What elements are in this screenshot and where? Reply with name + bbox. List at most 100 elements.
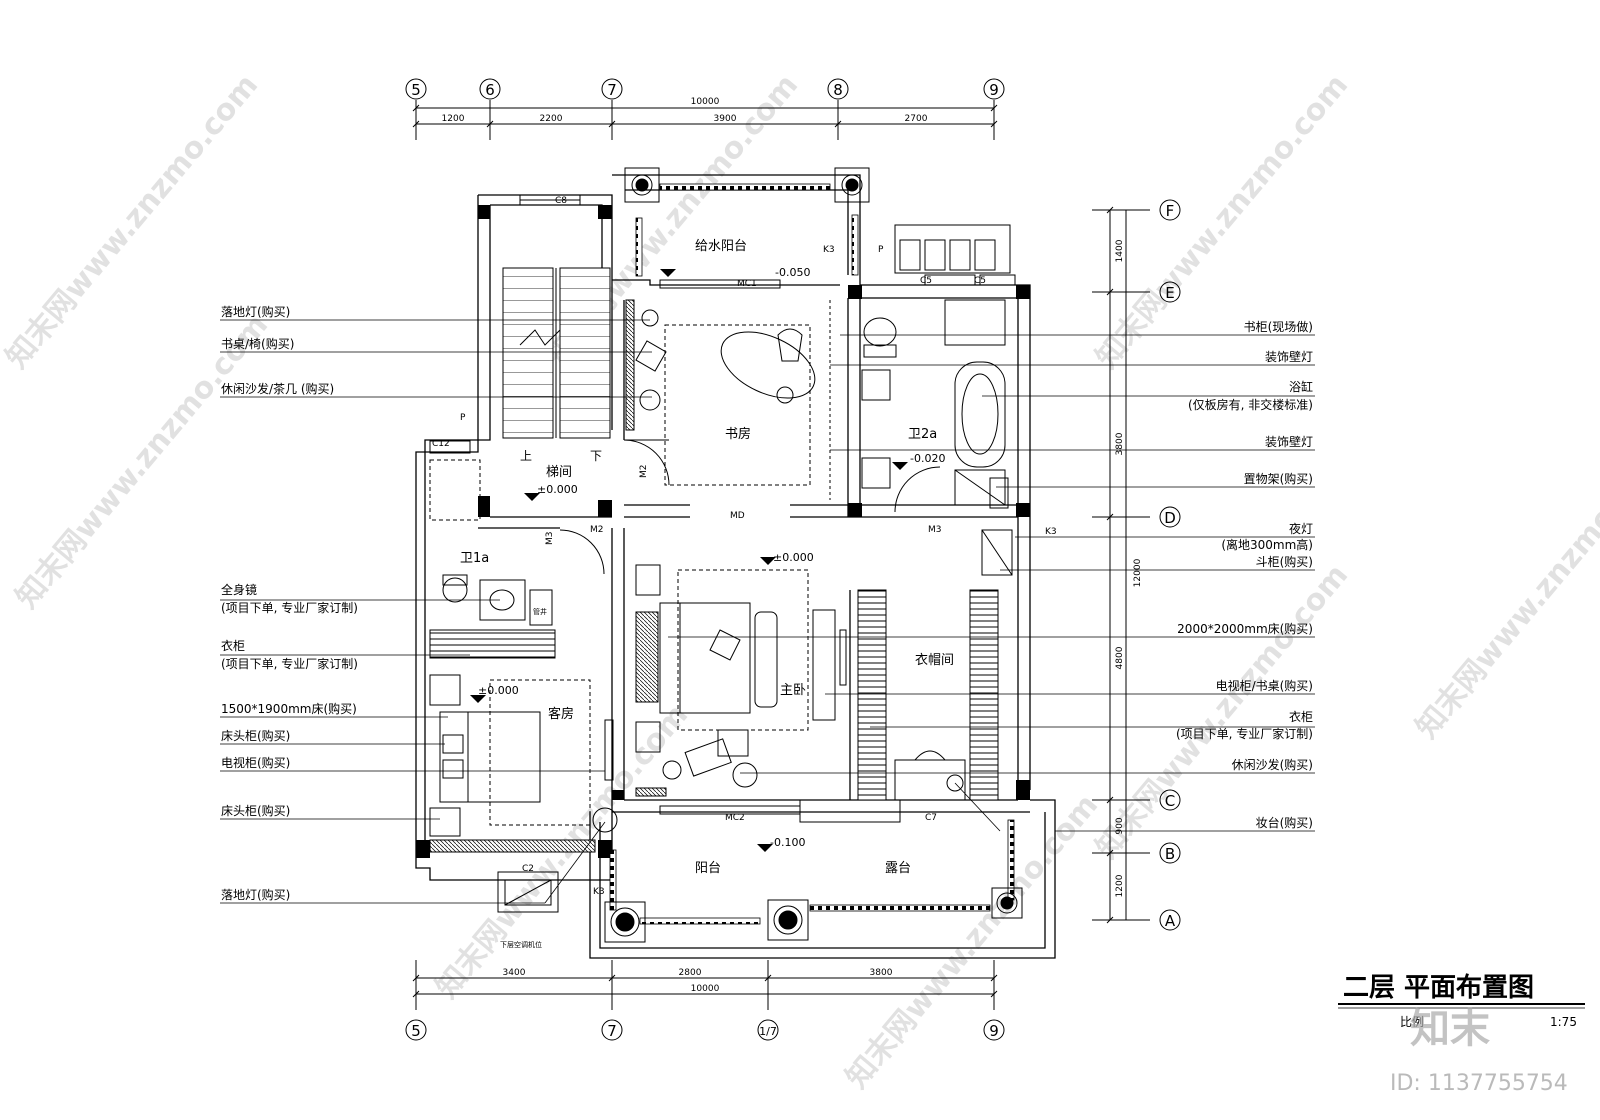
watermark-id: ID: 1137755754	[1390, 1071, 1568, 1096]
callout-label: 置物架(购买)	[1244, 471, 1313, 486]
opening-code: MC2	[725, 813, 745, 823]
axis-bubble: 7	[607, 1022, 617, 1040]
callout-label: 床头柜(购买)	[221, 728, 290, 743]
opening-code: M2	[639, 465, 649, 479]
callout-label: 衣柜	[221, 638, 245, 653]
opening-code: M3	[545, 532, 555, 546]
opening-code: C5	[920, 276, 932, 286]
callout-label: 落地灯(购买)	[221, 304, 290, 319]
windows	[429, 194, 1016, 913]
callout-label: 电视柜(购买)	[221, 755, 290, 770]
room-name: 主卧	[780, 683, 806, 698]
staircase: 上 下	[502, 267, 611, 463]
room-name: 梯间	[546, 465, 572, 480]
axis-bubble: E	[1165, 284, 1174, 302]
callout-label: (仅板房有, 非交楼标准)	[1188, 397, 1313, 412]
callout-label: 书柜(现场做)	[1244, 319, 1313, 334]
level-label: -0.050	[775, 266, 810, 279]
opening-code: MC1	[737, 279, 757, 289]
opening-code: C5	[974, 276, 986, 286]
axis-bubble: 7	[607, 81, 617, 99]
callout-label: 1500*1900mm床(购买)	[221, 701, 357, 716]
walls	[415, 174, 1056, 959]
room-name: 卫1a	[460, 551, 489, 566]
dim-right-total: 12000	[1133, 558, 1143, 587]
axis-bubble: 1/7	[759, 1025, 777, 1038]
pier-columns	[604, 167, 1023, 943]
columns	[416, 205, 1030, 858]
dim-top: 3900	[714, 114, 737, 124]
callout-label: 书桌/椅(购买)	[221, 336, 294, 351]
watermark-text: 知末网www.znzmo.com	[1089, 68, 1355, 375]
room-name: 露台	[885, 861, 911, 876]
watermark-text: 知末网www.znzmo.com	[1089, 558, 1355, 865]
watermark-layer: 知末网www.znzmo.com 知末网www.znzmo.com 知末网www…	[0, 68, 1600, 1095]
callout-label: 休闲沙发(购买)	[1232, 757, 1313, 772]
top-axis-bubbles: 5 6 7 8 9	[405, 78, 1005, 100]
opening-code: P	[878, 245, 884, 255]
brand-watermark: 知末 ID: 1137755754	[1390, 1006, 1568, 1096]
callout-label: 落地灯(购买)	[221, 887, 290, 902]
opening-code: C2	[522, 864, 534, 874]
opening-code: C12	[432, 439, 450, 449]
watermark-text: 知末网www.znzmo.com	[1409, 438, 1600, 745]
axis-bubble: 8	[833, 81, 843, 99]
callout-label: 全身镜	[221, 582, 257, 597]
room-name: 给水阳台	[695, 239, 747, 254]
scale-value: 1:75	[1550, 1015, 1577, 1029]
axis-bubble: B	[1165, 845, 1175, 863]
opening-code: C7	[925, 813, 937, 823]
dim-right: 4800	[1115, 646, 1125, 669]
top-dimension-labels: 10000 1200 2200 3900 2700	[442, 97, 928, 124]
level-label: ±0.000	[773, 551, 814, 564]
room-name: 卫2a	[908, 427, 937, 442]
right-dimension-labels: 1400 3800 4800 900 1200 12000	[1115, 239, 1143, 897]
watermark-text: 知末网www.znzmo.com	[839, 788, 1105, 1095]
dim-top: 2200	[540, 114, 563, 124]
callout-label: 电视柜/书桌(购买)	[1216, 678, 1313, 693]
opening-code: C8	[555, 196, 567, 206]
callout-label: 衣柜	[1289, 709, 1313, 724]
axis-bubble: C	[1165, 792, 1175, 810]
right-axis-bubbles: F E D C B A	[1159, 199, 1181, 931]
dim-right: 3800	[1115, 432, 1125, 455]
left-callouts: 落地灯(购买) 书桌/椅(购买) 休闲沙发/茶几 (购买) 全身镜 (项目下单,…	[221, 304, 358, 902]
callout-label: 装饰壁灯	[1265, 349, 1313, 364]
room-name: 客房	[548, 706, 574, 722]
dim-right: 1400	[1115, 239, 1125, 262]
room-names: 给水阳台 书房 梯间 卫2a 卫1a 主卧 衣帽间 客房 阳台 露台 下层空调机…	[460, 239, 954, 949]
callout-label: (项目下单, 专业厂家订制)	[221, 600, 358, 615]
opening-code: K3	[823, 245, 835, 255]
pipe-label: 管井	[533, 607, 547, 616]
scale-prefix: 比例	[1400, 1015, 1424, 1029]
axis-bubble: F	[1166, 202, 1175, 220]
stair-up-label: 上	[520, 449, 532, 463]
dim-bottom: 2800	[679, 968, 702, 978]
callout-label: 妆台(购买)	[1256, 815, 1313, 830]
watermark-text: 知末网www.znzmo.com	[9, 308, 275, 615]
opening-code: K3	[593, 887, 605, 897]
top-dimension-chain	[412, 100, 998, 140]
level-label: -0.020	[910, 452, 945, 465]
callout-label: (离地300mm高)	[1221, 537, 1313, 552]
dim-top-total: 10000	[691, 97, 720, 107]
axis-bubble: 5	[411, 81, 421, 99]
dim-right: 1200	[1115, 874, 1125, 897]
balustrades	[609, 183, 1015, 925]
drawing-title: 二层 平面布置图	[1343, 973, 1534, 1003]
dim-bottom: 3400	[503, 968, 526, 978]
callout-label: (项目下单, 专业厂家订制)	[1176, 726, 1313, 741]
bottom-dimension-labels: 3400 2800 3800 10000	[503, 968, 893, 994]
room-name: 衣帽间	[915, 652, 954, 668]
room-name: 下层空调机位	[500, 940, 542, 949]
opening-code: MD	[730, 511, 745, 521]
bottom-dimension-chain	[412, 960, 998, 1010]
level-label: -0.100	[770, 836, 805, 849]
axis-bubble: 9	[989, 81, 999, 99]
axis-bubble: 6	[485, 81, 495, 99]
drawing-title-block: 二层 平面布置图 比例 1:75	[1338, 973, 1585, 1029]
callout-label: 装饰壁灯	[1265, 434, 1313, 449]
dim-bottom-total: 10000	[691, 984, 720, 994]
callout-label: (项目下单, 专业厂家订制)	[221, 656, 358, 671]
